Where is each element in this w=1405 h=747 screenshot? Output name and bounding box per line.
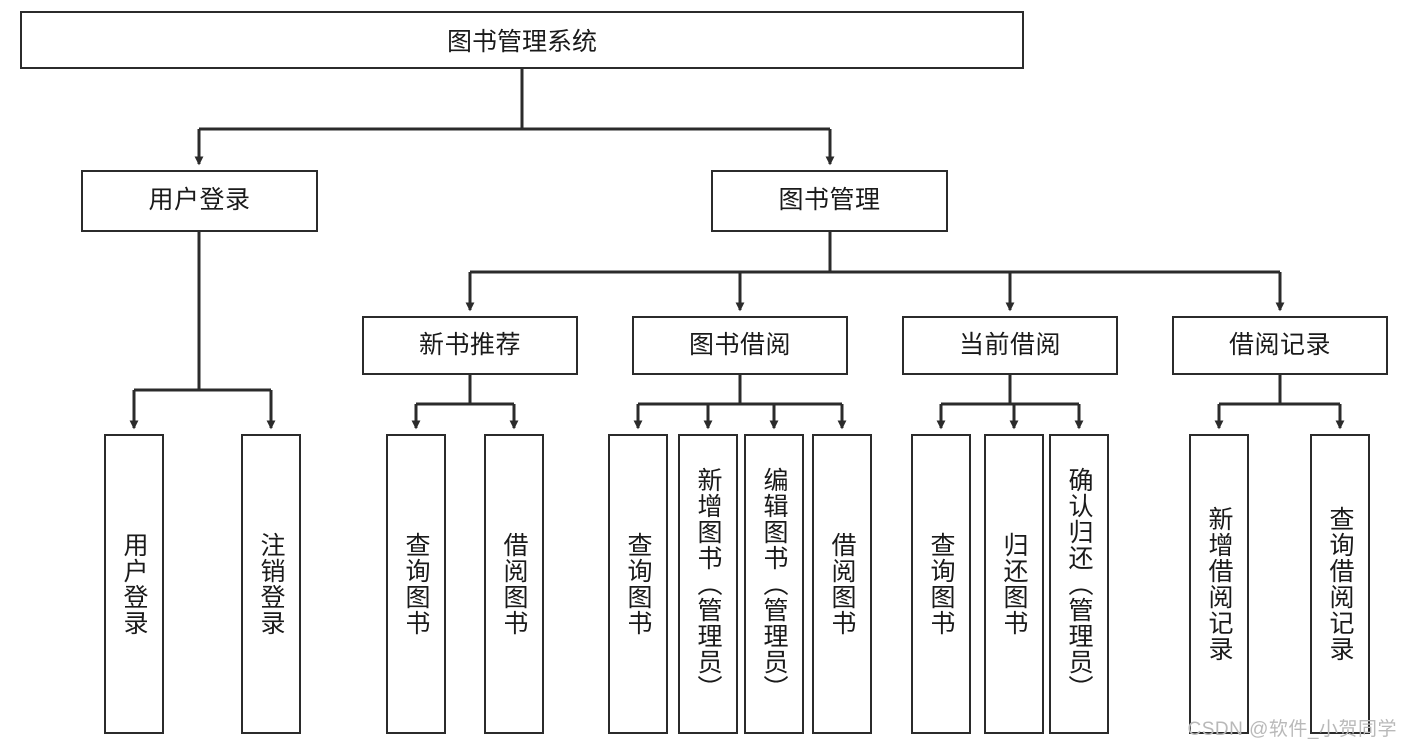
node-leaf-confirm-return-admin-label: 确认归还（管理员） <box>1065 467 1093 701</box>
node-book-borrow[interactable]: 图书借阅 <box>632 316 848 375</box>
node-leaf-query-borrow-record[interactable]: 查询借阅记录 <box>1310 434 1370 734</box>
node-current-borrow-label: 当前借阅 <box>958 330 1061 359</box>
node-leaf-logout-login-label: 注销登录 <box>257 532 285 636</box>
node-leaf-query-book-3[interactable]: 查询图书 <box>911 434 971 734</box>
node-leaf-borrow-book-2[interactable]: 借阅图书 <box>812 434 872 734</box>
node-book-management-label: 图书管理 <box>778 186 881 215</box>
node-leaf-user-login-label: 用户登录 <box>120 532 148 636</box>
node-current-borrow[interactable]: 当前借阅 <box>902 316 1118 375</box>
node-leaf-return-book[interactable]: 归还图书 <box>984 434 1044 734</box>
node-leaf-borrow-book-2-label: 借阅图书 <box>828 532 856 636</box>
node-leaf-logout-login[interactable]: 注销登录 <box>241 434 301 734</box>
node-leaf-query-book-1[interactable]: 查询图书 <box>386 434 446 734</box>
node-leaf-query-book-1-label: 查询图书 <box>402 532 430 636</box>
node-leaf-borrow-book-1[interactable]: 借阅图书 <box>484 434 544 734</box>
node-leaf-return-book-label: 归还图书 <box>1000 532 1028 636</box>
node-leaf-edit-book-admin[interactable]: 编辑图书（管理员） <box>744 434 804 734</box>
node-leaf-edit-book-admin-label: 编辑图书（管理员） <box>760 467 788 701</box>
node-leaf-add-book-admin[interactable]: 新增图书（管理员） <box>678 434 738 734</box>
node-leaf-confirm-return-admin[interactable]: 确认归还（管理员） <box>1049 434 1109 734</box>
node-book-borrow-label: 图书借阅 <box>688 330 791 359</box>
node-user-login[interactable]: 用户登录 <box>81 170 318 232</box>
node-leaf-user-login[interactable]: 用户登录 <box>104 434 164 734</box>
node-root-label: 图书管理系统 <box>446 28 597 56</box>
node-leaf-add-borrow-record-label: 新增借阅记录 <box>1205 506 1233 662</box>
node-leaf-query-book-3-label: 查询图书 <box>927 532 955 636</box>
node-leaf-add-borrow-record[interactable]: 新增借阅记录 <box>1189 434 1249 734</box>
node-new-book-recommend-label: 新书推荐 <box>418 330 521 359</box>
node-leaf-add-book-admin-label: 新增图书（管理员） <box>694 467 722 701</box>
node-borrow-record[interactable]: 借阅记录 <box>1172 316 1388 375</box>
node-new-book-recommend[interactable]: 新书推荐 <box>362 316 578 375</box>
node-leaf-query-borrow-record-label: 查询借阅记录 <box>1326 506 1354 662</box>
node-user-login-label: 用户登录 <box>148 186 251 215</box>
node-leaf-query-book-2[interactable]: 查询图书 <box>608 434 668 734</box>
node-book-management[interactable]: 图书管理 <box>711 170 948 232</box>
node-leaf-query-book-2-label: 查询图书 <box>624 532 652 636</box>
node-root[interactable]: 图书管理系统 <box>20 11 1024 69</box>
node-borrow-record-label: 借阅记录 <box>1228 330 1331 359</box>
node-leaf-borrow-book-1-label: 借阅图书 <box>500 532 528 636</box>
